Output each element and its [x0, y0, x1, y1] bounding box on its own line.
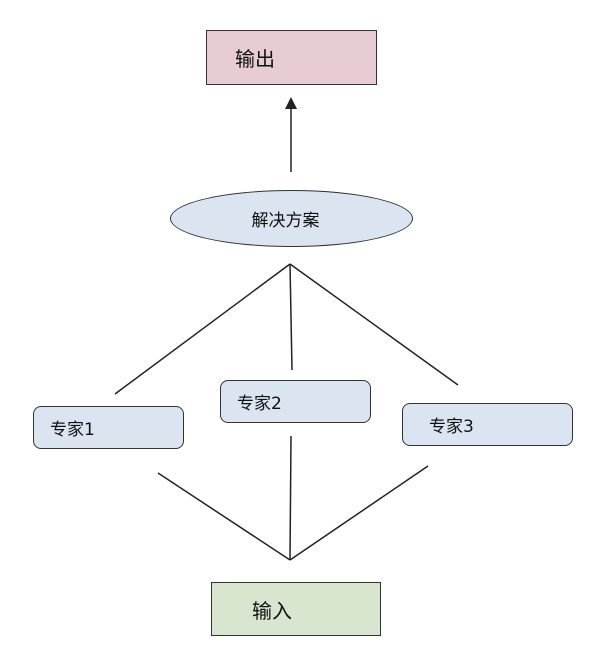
solution-label: 解决方案: [251, 211, 320, 231]
line-solution-to-expert3: [289, 263, 459, 386]
output-label: 输出: [235, 47, 275, 71]
line-expert1-to-input: [157, 472, 291, 561]
solution-node: 解决方案: [170, 190, 413, 247]
expert-node-1: 专家1: [33, 406, 184, 449]
line-solution-to-expert2: [289, 263, 293, 371]
expert-node-3: 专家3: [402, 403, 573, 446]
line-expert3-to-input: [289, 465, 429, 561]
line-solution-to-expert1: [114, 263, 291, 395]
input-label: 输入: [252, 598, 292, 623]
expert-label-2: 专家2: [237, 394, 282, 414]
output-node: 输出: [206, 30, 377, 85]
expert-label-1: 专家1: [50, 420, 95, 440]
input-node: 输入: [211, 582, 381, 636]
line-expert2-to-input: [289, 435, 292, 561]
expert-label-3: 专家3: [429, 417, 474, 437]
expert-node-2: 专家2: [220, 380, 371, 423]
